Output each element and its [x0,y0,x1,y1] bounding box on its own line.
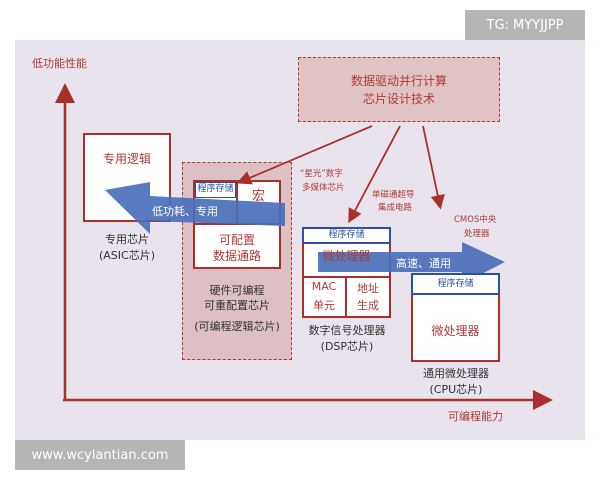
asic-label2: (ASIC芯片) [98,249,155,262]
cpu-program-storage: 程序存储 [411,273,500,295]
arrow-to-fpga [236,125,373,185]
arrow-to-cpu [422,125,445,210]
dsp-vdivider [345,278,347,316]
big-arrow-left-label: 低功耗、专用 [152,205,218,218]
watermark-bottom: www.wcylantian.com [15,440,185,470]
dsp-label1: 数字信号处理器 [308,324,386,337]
dsp-mac2: 单元 [313,299,335,312]
asic-label1: 专用芯片 [105,233,149,246]
annotation-cmos2: 处理器 [464,229,490,239]
watermark-top: TG: MYYJJPP [465,10,585,40]
dsp-mac1: MAC [311,280,337,293]
big-arrow-right-label: 高速、通用 [396,257,451,270]
big-arrow-right [318,242,505,284]
dsp-hdivider [304,276,389,278]
top-box-line1: 数据驱动并行计算 [350,74,447,88]
annotation-sfq1: 单磁通超导 [372,190,415,200]
annotation-starlight2: 多媒体芯片 [302,183,345,193]
fpga-datapath1: 可配置 [218,233,255,247]
cpu-label1: 通用微处理器 [423,367,489,380]
annotation-starlight1: “星光”数字 [300,169,343,179]
fpga-macro: 宏 [251,189,265,204]
arrow-to-dsp [348,125,401,224]
dsp-addr2: 生成 [357,299,379,312]
x-axis-label: 可编程能力 [448,410,503,423]
dsp-label2: (DSP芯片) [320,340,374,353]
fpga-label3: (可编程逻辑芯片) [194,320,280,333]
y-axis-label: 低功能性能 [32,57,87,70]
dsp-program-storage: 程序存储 [302,227,391,244]
cpu-label2: (CPU芯片) [429,383,483,396]
dsp-micro: 微处理器 [322,249,371,263]
fpga-label1: 硬件可编程 [209,284,265,297]
asic-inner: 专用逻辑 [102,152,151,166]
top-technology-box [298,57,500,122]
big-arrow-left [105,182,285,234]
annotation-sfq2: 集成电路 [378,203,413,213]
cpu-micro: 微处理器 [431,324,480,338]
annotation-cmos1: CMOS中央 [454,215,497,225]
fpga-datapath2: 数据通路 [212,249,261,263]
dsp-addr1: 地址 [357,282,379,295]
top-box-line2: 芯片设计技术 [362,92,435,106]
fpga-program-storage: 程序存储 [195,182,236,198]
fpga-label2: 可重配置芯片 [204,299,270,312]
